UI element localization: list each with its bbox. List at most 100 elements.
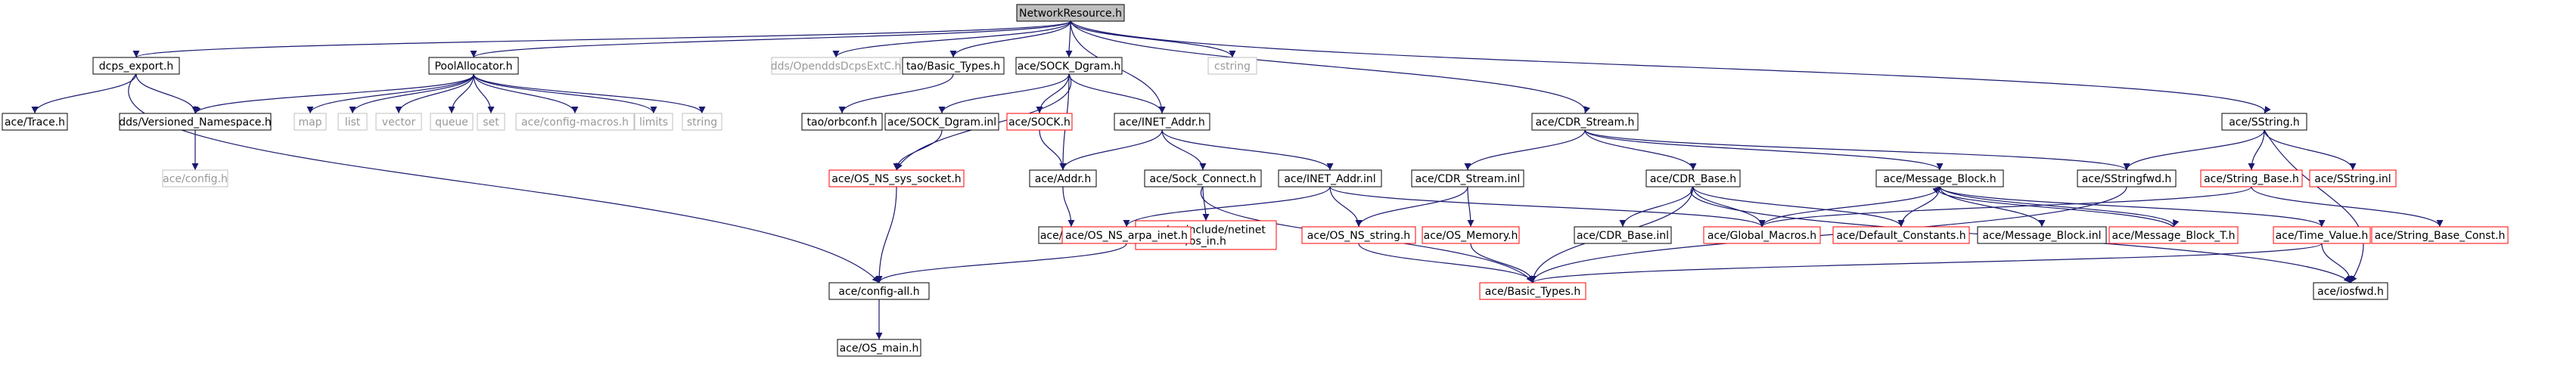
edge-sock_dgram_h-to-inet_addr_h xyxy=(1068,73,1166,114)
edge-sock_dgram_inl-to-os_ns_sys_socket xyxy=(893,129,943,171)
node-box xyxy=(1832,226,1970,244)
node-os-ns-sys-socket[interactable]: ace/OS_NS_sys_socket.h xyxy=(828,169,965,187)
node-box xyxy=(1977,226,2107,244)
node-time-value-h[interactable]: ace/Time_Value.h xyxy=(2273,226,2371,244)
node-map[interactable]: map xyxy=(294,113,327,131)
node-cdr-stream-inl[interactable]: ace/CDR_Stream.inl xyxy=(1411,169,1524,187)
node-box xyxy=(1061,226,1192,244)
node-label: ace/OS_main.h xyxy=(840,342,919,355)
node-box xyxy=(2371,226,2509,244)
node-box xyxy=(837,339,921,357)
edge-poolallocator-to-config_macros xyxy=(473,73,579,114)
node-cstring[interactable]: cstring xyxy=(1207,57,1257,75)
node-sstring-inl[interactable]: ace/SString.inl xyxy=(2309,169,2397,187)
edge-poolallocator-to-set xyxy=(473,73,495,114)
node-cdr-stream-h[interactable]: ace/CDR_Stream.h xyxy=(1531,113,1639,131)
node-box xyxy=(801,113,883,131)
node-label: ace/Addr.h xyxy=(1035,173,1092,185)
node-label: PoolAllocator.h xyxy=(434,60,512,73)
node-tao-orbconf[interactable]: tao/orbconf.h xyxy=(801,113,883,131)
node-box xyxy=(1875,169,2004,187)
edge-sock_dgram_h-to-sock_dgram_inl xyxy=(938,73,1070,114)
node-versioned-ns[interactable]: dds/Versioned_Namespace.h xyxy=(119,113,272,131)
node-string-base-const[interactable]: ace/String_Base_Const.h xyxy=(2371,226,2509,244)
edge-sstring_h-to-string_base_h xyxy=(2248,129,2265,171)
node-box xyxy=(1114,113,1210,131)
node-label: ace/String_Base.h xyxy=(2204,173,2299,185)
node-global-macros[interactable]: ace/Global_Macros.h xyxy=(1703,226,1821,244)
node-os-ns-arpa-inet[interactable]: ace/OS_NS_arpa_inet.h xyxy=(1061,226,1192,244)
node-ace-sock-h[interactable]: ace/SOCK.h xyxy=(1006,113,1073,131)
edge-sock_connect_h-to-os_include_netinet xyxy=(1202,186,1210,222)
node-queue[interactable]: queue xyxy=(430,113,474,131)
edge-inet_addr_h-to-addr_h xyxy=(1059,129,1163,171)
edge-time_value_h-to-iosfwd_h xyxy=(2321,243,2354,284)
node-inet-addr-inl[interactable]: ace/INET_Addr.inl xyxy=(1278,169,1382,187)
node-label: ace/SString.inl xyxy=(2314,173,2391,185)
node-label: ace/CDR_Stream.inl xyxy=(1415,173,1521,185)
node-config-h[interactable]: ace/config.h xyxy=(162,169,228,187)
node-sock-dgram-inl[interactable]: ace/SOCK_Dgram.inl xyxy=(884,113,999,131)
node-cdr-base-h[interactable]: ace/CDR_Base.h xyxy=(1645,169,1741,187)
node-tao-basic-types[interactable]: tao/Basic_Types.h xyxy=(902,57,1005,75)
node-string-base-h[interactable]: ace/String_Base.h xyxy=(2200,169,2303,187)
edge-dcps_export-to-config_all xyxy=(128,73,880,284)
edge-poolallocator-to-limits xyxy=(473,73,657,114)
node-list[interactable]: list xyxy=(337,113,368,131)
node-label: ace/Global_Macros.h xyxy=(1707,230,1816,242)
node-box xyxy=(162,169,228,187)
edge-string_base_h-to-global_macros xyxy=(1758,186,2252,228)
edge-sstringfwd_h-to-basic_types_h xyxy=(1529,186,2127,284)
node-addr-h[interactable]: ace/Addr.h xyxy=(1029,169,1097,187)
edge-poolallocator-to-versioned_ns xyxy=(194,73,474,114)
edge-cdr_base_h-to-global_macros xyxy=(1692,186,1766,228)
node-iosfwd-h[interactable]: ace/iosfwd.h xyxy=(2313,282,2388,300)
node-os-memory[interactable]: ace/OS_Memory.h xyxy=(1422,226,1520,244)
node-label: ace/Basic_Types.h xyxy=(1485,286,1580,298)
node-ace-trace[interactable]: ace/Trace.h xyxy=(2,113,68,131)
node-sstringfwd-h[interactable]: ace/SStringfwd.h xyxy=(2077,169,2177,187)
node-limits[interactable]: limits xyxy=(634,113,673,131)
node-box xyxy=(884,113,999,131)
node-box xyxy=(337,113,368,131)
node-box xyxy=(1645,169,1741,187)
node-config-all[interactable]: ace/config-all.h xyxy=(828,282,930,300)
node-box xyxy=(1144,169,1262,187)
node-dcps-export[interactable]: dcps_export.h xyxy=(92,57,180,75)
node-label: dcps_export.h xyxy=(99,60,173,73)
node-message-block-t[interactable]: ace/Message_Block_T.h xyxy=(2108,226,2239,244)
edge-networkresource-to-dcps_export xyxy=(132,20,1071,58)
node-os-ns-string[interactable]: ace/OS_NS_string.h xyxy=(1301,226,1416,244)
node-config-macros[interactable]: ace/config-macros.h xyxy=(515,113,635,131)
node-sock-connect-h[interactable]: ace/Sock_Connect.h xyxy=(1144,169,1262,187)
node-box xyxy=(1574,226,1672,244)
node-box xyxy=(430,113,474,131)
node-label: map xyxy=(298,116,322,129)
edge-sstring_h-to-sstring_inl xyxy=(2264,129,2357,171)
node-os-main[interactable]: ace/OS_main.h xyxy=(837,339,921,357)
node-string[interactable]: string xyxy=(682,113,722,131)
node-sstring-h[interactable]: ace/SString.h xyxy=(2221,113,2307,131)
edge-ace_sock_h-to-addr_h xyxy=(1039,129,1067,171)
node-cdr-base-inl[interactable]: ace/CDR_Base.inl xyxy=(1574,226,1672,244)
node-inet-addr-h[interactable]: ace/INET_Addr.h xyxy=(1114,113,1210,131)
node-basic-types-h[interactable]: ace/Basic_Types.h xyxy=(1479,282,1586,300)
node-label: ace/CDR_Base.h xyxy=(1650,173,1736,185)
node-poolallocator[interactable]: PoolAllocator.h xyxy=(428,57,519,75)
node-box xyxy=(1422,226,1520,244)
node-default-constants[interactable]: ace/Default_Constants.h xyxy=(1832,226,1970,244)
node-label: ace/config-all.h xyxy=(838,286,919,298)
node-dds-opendds[interactable]: dds/OpenddsDcpsExtC.h xyxy=(771,57,902,75)
node-box xyxy=(428,57,519,75)
node-box xyxy=(294,113,327,131)
node-networkresource[interactable]: NetworkResource.h xyxy=(1016,4,1125,22)
node-box xyxy=(477,113,505,131)
node-message-block-h[interactable]: ace/Message_Block.h xyxy=(1875,169,2004,187)
node-sock-dgram-h[interactable]: ace/SOCK_Dgram.h xyxy=(1015,57,1123,75)
node-message-block-inl[interactable]: ace/Message_Block.inl xyxy=(1977,226,2107,244)
node-set[interactable]: set xyxy=(477,113,505,131)
node-box xyxy=(902,57,1005,75)
node-vector[interactable]: vector xyxy=(375,113,422,131)
node-box xyxy=(119,113,272,131)
